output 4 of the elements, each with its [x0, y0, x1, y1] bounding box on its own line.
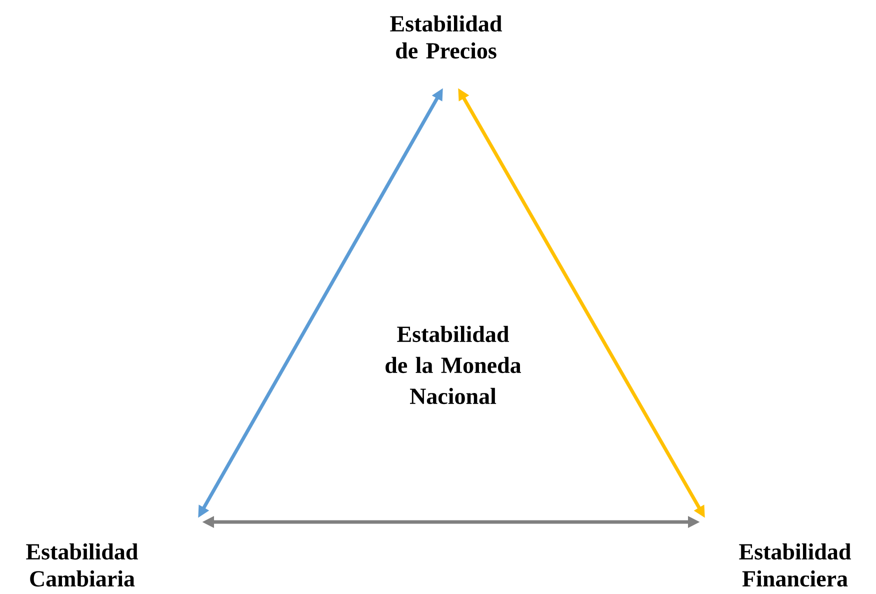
- node-label: Estabilidad Cambiaria: [26, 543, 138, 587]
- center-label: Estabilidad de la Moneda Nacional: [386, 326, 521, 404]
- node-label: Estabilidad Financiera: [739, 543, 851, 587]
- node-label: Estabilidad de Precios: [390, 15, 502, 59]
